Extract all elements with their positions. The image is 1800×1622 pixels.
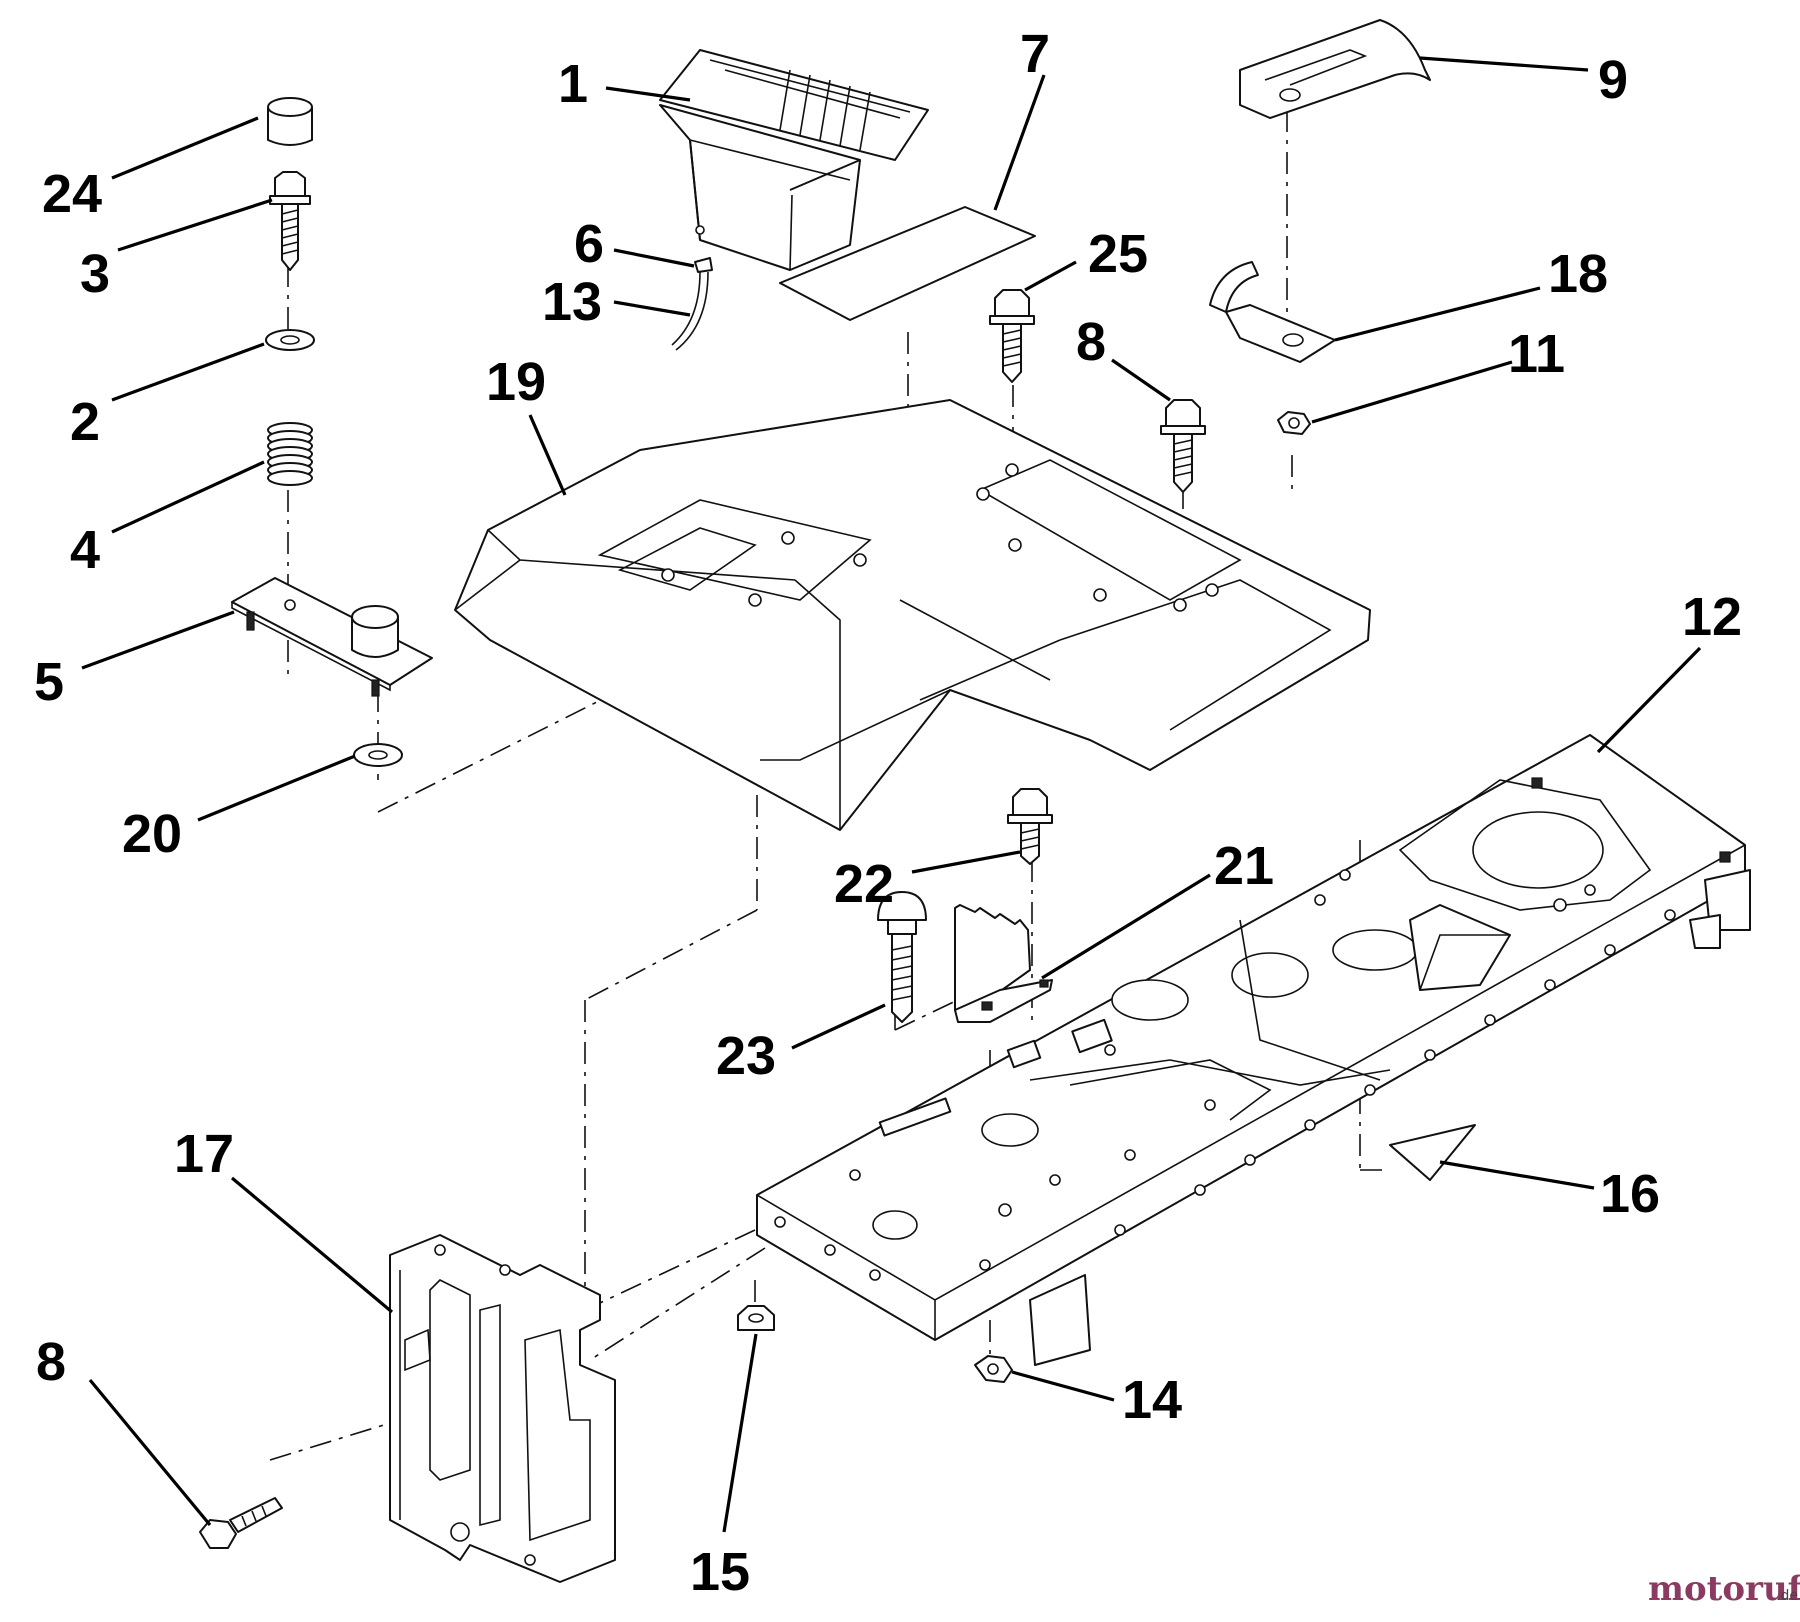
- watermark-text: motoruf: [1648, 1569, 1800, 1609]
- callout-20: 20: [122, 804, 182, 864]
- callout-23: 23: [716, 1026, 776, 1086]
- bracket-part-5: [231, 577, 433, 697]
- body-pan-part-19: [454, 399, 1371, 831]
- wedge-part-16: [1389, 1124, 1476, 1181]
- callout-21: 21: [1214, 836, 1274, 896]
- callout-24: 24: [42, 164, 102, 224]
- clamp-part-18: [1209, 261, 1336, 363]
- plate-part-17: [389, 1234, 616, 1583]
- nut-part-11: [1277, 411, 1311, 435]
- fitting-part-6: [694, 257, 713, 273]
- callout-1: 1: [558, 54, 588, 114]
- carriage-bolt-part-23: [877, 891, 927, 1023]
- callout-18: 18: [1548, 244, 1608, 304]
- bolt-part-25: [989, 289, 1035, 383]
- callout-2: 2: [70, 392, 100, 452]
- nut-part-15: [737, 1305, 775, 1331]
- callout-16: 16: [1600, 1164, 1660, 1224]
- callout-7: 7: [1020, 24, 1050, 84]
- bolt-part-8-upper: [1160, 399, 1206, 493]
- callout-13: 13: [542, 272, 602, 332]
- leader-lines: [81, 56, 1702, 1533]
- decal-part-7: [779, 206, 1036, 321]
- callout-3: 3: [80, 244, 110, 304]
- callout-6: 6: [574, 214, 604, 274]
- callout-14: 14: [1122, 1370, 1182, 1430]
- frame-part-12: [756, 734, 1751, 1366]
- storage-box-part-1: [659, 49, 929, 271]
- callout-22: 22: [834, 854, 894, 914]
- hose-part-13: [671, 271, 709, 351]
- callout-8-lower: 8: [36, 1332, 66, 1392]
- cap-part: [267, 97, 313, 146]
- bracket-part-21: [954, 904, 1053, 1023]
- nut-part-14: [974, 1355, 1013, 1383]
- watermark-suffix: .de: [1776, 1588, 1798, 1604]
- callout-17: 17: [174, 1124, 234, 1184]
- washer-part-2: [265, 329, 315, 351]
- callout-19: 19: [486, 352, 546, 412]
- spring-part-4: [267, 422, 313, 486]
- callout-11: 11: [1508, 324, 1565, 384]
- cover-plate-part-9: [1239, 19, 1431, 119]
- callout-15: 15: [690, 1542, 750, 1602]
- callout-8-upper: 8: [1076, 312, 1106, 372]
- bolt-part-8-lower: [199, 1497, 283, 1549]
- callout-12: 12: [1682, 587, 1742, 647]
- bolt-part-22: [1007, 788, 1053, 865]
- callout-5: 5: [34, 652, 64, 712]
- bolt-part-3: [269, 171, 311, 271]
- callout-labels: 1 24 3 2 4 5 20 6 13 7 9 25 18 8 11 19 1…: [34, 24, 1742, 1602]
- callout-9: 9: [1598, 50, 1628, 110]
- watermark: motoruf .de: [1648, 1569, 1800, 1609]
- washer-part-20: [353, 743, 403, 767]
- callout-4: 4: [70, 520, 100, 580]
- callout-25: 25: [1088, 224, 1148, 284]
